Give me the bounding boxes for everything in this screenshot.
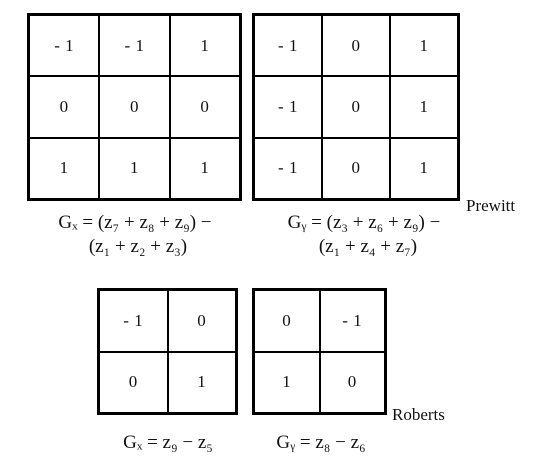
mask-cell: - 1 — [255, 16, 321, 76]
roberts-gx-formula: Gₓ = z₉ − z₅ — [123, 432, 213, 453]
mask-cell: - 1 — [30, 16, 99, 76]
mask-cell: 0 — [323, 77, 389, 137]
mask-cell: 0 — [170, 77, 239, 137]
roberts-gy-mask: 0 - 1 1 0 — [252, 288, 387, 415]
mask-cell: 0 — [30, 77, 99, 137]
mask-cell: 1 — [30, 138, 99, 198]
mask-cell: 1 — [391, 77, 457, 137]
roberts-label: Roberts — [392, 405, 445, 424]
prewitt-gx-formula-line2: (z₁ + z₂ + z₃) — [88, 236, 188, 257]
prewitt-gx-formula-line1: Gₓ = (z₇ + z₈ + z₉) − — [58, 212, 212, 233]
mask-cell: 0 — [168, 291, 235, 351]
prewitt-gy-formula-line1: Gᵧ = (z₃ + z₆ + z₉) − — [287, 212, 441, 233]
prewitt-gx-mask: - 1 - 1 1 0 0 0 1 1 1 — [27, 13, 242, 201]
mask-cell: - 1 — [100, 16, 169, 76]
mask-cell: 1 — [168, 352, 235, 412]
mask-cell: - 1 — [320, 291, 384, 351]
prewitt-gy-mask: - 1 0 1 - 1 0 1 - 1 0 1 — [252, 13, 460, 201]
mask-cell: 1 — [391, 138, 457, 198]
mask-cell: 0 — [323, 138, 389, 198]
mask-cell: 0 — [323, 16, 389, 76]
mask-cell: 0 — [100, 352, 167, 412]
mask-cell: - 1 — [255, 77, 321, 137]
prewitt-label: Prewitt — [466, 196, 516, 215]
mask-cell: 1 — [170, 138, 239, 198]
mask-cell: 1 — [100, 138, 169, 198]
mask-cell: 0 — [320, 352, 384, 412]
mask-cell: - 1 — [100, 291, 167, 351]
roberts-gy-formula: Gᵧ = z₈ − z₆ — [276, 432, 366, 453]
mask-cell: 0 — [255, 291, 319, 351]
mask-cell: 0 — [100, 77, 169, 137]
mask-cell: 1 — [255, 352, 319, 412]
roberts-gx-mask: - 1 0 0 1 — [97, 288, 238, 415]
mask-cell: 1 — [391, 16, 457, 76]
mask-cell: - 1 — [255, 138, 321, 198]
prewitt-gy-formula-line2: (z₁ + z₄ + z₇) — [318, 236, 418, 257]
mask-cell: 1 — [170, 16, 239, 76]
